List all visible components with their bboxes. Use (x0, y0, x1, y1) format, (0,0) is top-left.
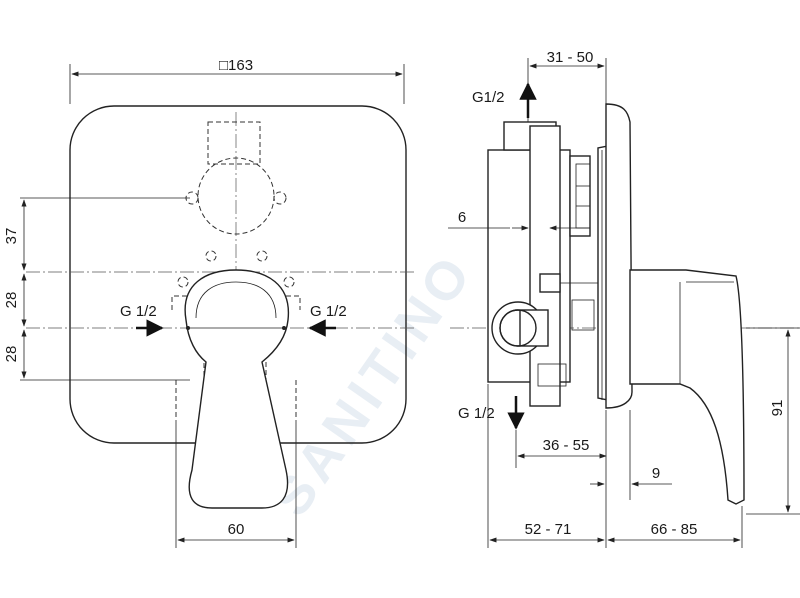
dim-6: 6 (458, 209, 466, 226)
dim-width: □163 (219, 57, 253, 74)
watermark: SANITINO (261, 242, 486, 527)
inlet-left-label: G 1/2 (120, 303, 157, 320)
dim-37: 37 (3, 228, 20, 245)
dim-52-71: 52 - 71 (525, 521, 572, 538)
dim-31-50: 31 - 50 (547, 49, 594, 66)
outlet-bottom-label: G 1/2 (458, 405, 495, 422)
dim-28-top: 28 (3, 292, 20, 309)
dim-66-85: 66 - 85 (651, 521, 698, 538)
inlet-right-label: G 1/2 (310, 303, 347, 320)
dim-28-bottom: 28 (3, 346, 20, 363)
outlet-top-label: G1/2 (472, 89, 505, 106)
dim-9: 9 (652, 465, 660, 482)
dim-91: 91 (769, 400, 786, 417)
front-view: □163 37 28 28 G 1/2 G 1/2 60 (3, 57, 414, 548)
side-view: 31 - 50 G1/2 6 G 1/2 36 - 55 9 91 52 - 7 (448, 49, 800, 548)
dim-60: 60 (228, 521, 245, 538)
lever-handle (184, 269, 290, 509)
dim-36-55: 36 - 55 (543, 437, 590, 454)
